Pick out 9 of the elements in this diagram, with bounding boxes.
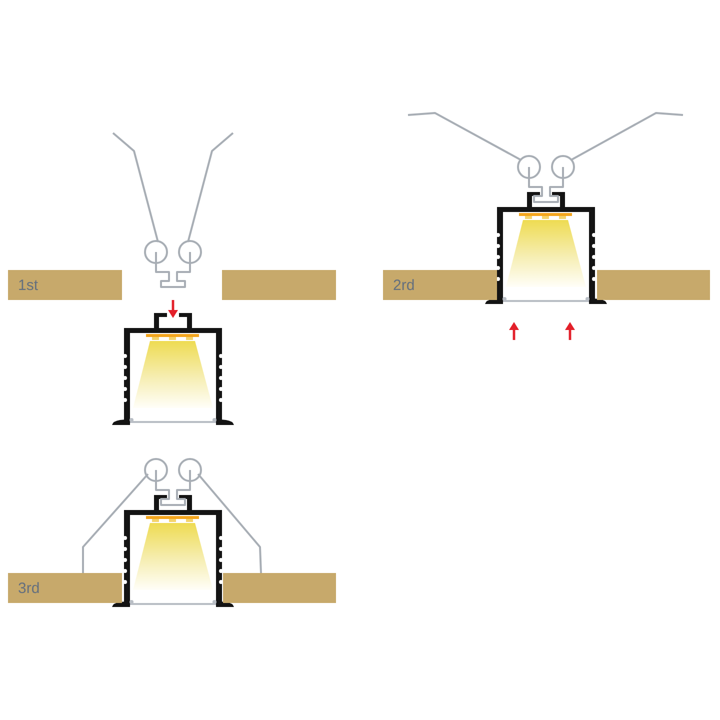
ceiling-panel — [383, 270, 497, 300]
ceiling-panel — [223, 573, 336, 603]
step-label: 1st — [18, 278, 38, 292]
step-label: 3rd — [18, 580, 40, 596]
ceiling-panel — [8, 270, 122, 300]
step-label: 2rd — [393, 278, 415, 292]
ceiling-panel — [8, 573, 122, 603]
ceiling-panel — [222, 270, 336, 300]
ceiling-panel — [597, 270, 710, 300]
